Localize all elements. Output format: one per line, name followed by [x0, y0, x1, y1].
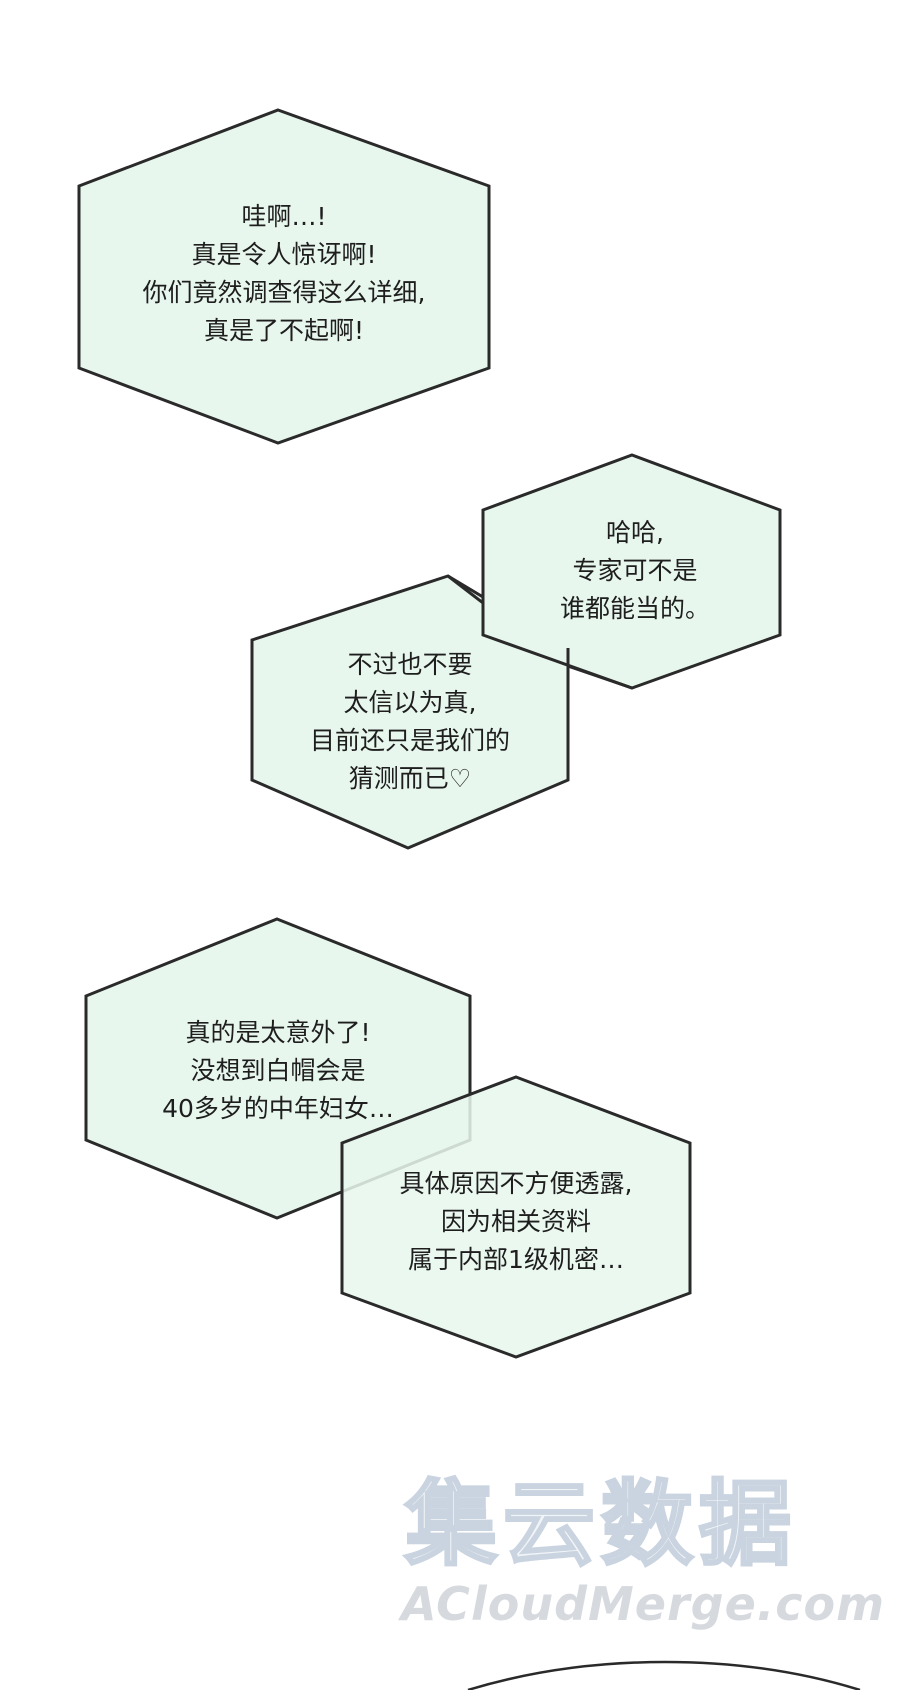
speech-bubble-1-text: 哇啊…! 真是令人惊讶啊! 你们竟然调查得这么详细, 真是了不起啊! [79, 198, 489, 350]
bubble-line: 因为相关资料 [440, 1207, 591, 1236]
bubble-line: 没想到白帽会是 [190, 1056, 366, 1085]
bubble-line: 太信以为真, [343, 688, 477, 717]
watermark-english: ACloudMerge.com [401, 1577, 886, 1631]
bubble-line: 不过也不要 [347, 650, 473, 679]
bubble-line: 属于内部1级机密… [408, 1245, 624, 1274]
bubble-line: 真的是太意外了! [185, 1018, 371, 1047]
bubble-line: 真是令人惊讶啊! [191, 240, 377, 269]
bubble-line: 你们竟然调查得这么详细, [142, 278, 426, 307]
speech-bubble-5-text: 具体原因不方便透露, 因为相关资料 属于内部1级机密… [352, 1165, 680, 1279]
bubble-line: 40多岁的中年妇女… [162, 1094, 394, 1123]
next-panel-arc [467, 1660, 861, 1690]
bubble-line: 哈哈, [606, 518, 664, 547]
speech-bubble-1-shape [77, 108, 491, 445]
bubble-line: 哇啊…! [241, 202, 327, 231]
bubble-2-merge-fill [485, 576, 566, 632]
bubble-line: 真是了不起啊! [203, 316, 365, 345]
watermark: 集云数据 ACloudMerge.com [395, 1470, 884, 1650]
bubble-merge-outline [447, 510, 633, 690]
speech-bubble-3-text: 不过也不要 太信以为真, 目前还只是我们的 猜测而已♡ [262, 646, 558, 798]
speech-bubble-4-text: 真的是太意外了! 没想到白帽会是 40多岁的中年妇女… [96, 1014, 460, 1128]
bubble-line: 目前还只是我们的 [309, 726, 510, 755]
speech-bubble-5-shape [340, 1075, 692, 1359]
bubble-line: 具体原因不方便透露, [399, 1169, 633, 1198]
bubble-line: 专家可不是 [572, 556, 698, 585]
bubble-line: 谁都能当的。 [559, 594, 710, 623]
watermark-chinese: 集云数据 [403, 1470, 798, 1580]
speech-bubble-2-text: 哈哈, 专家可不是 谁都能当的。 [500, 514, 770, 628]
bubble-line: 猜测而已♡ [348, 764, 472, 793]
